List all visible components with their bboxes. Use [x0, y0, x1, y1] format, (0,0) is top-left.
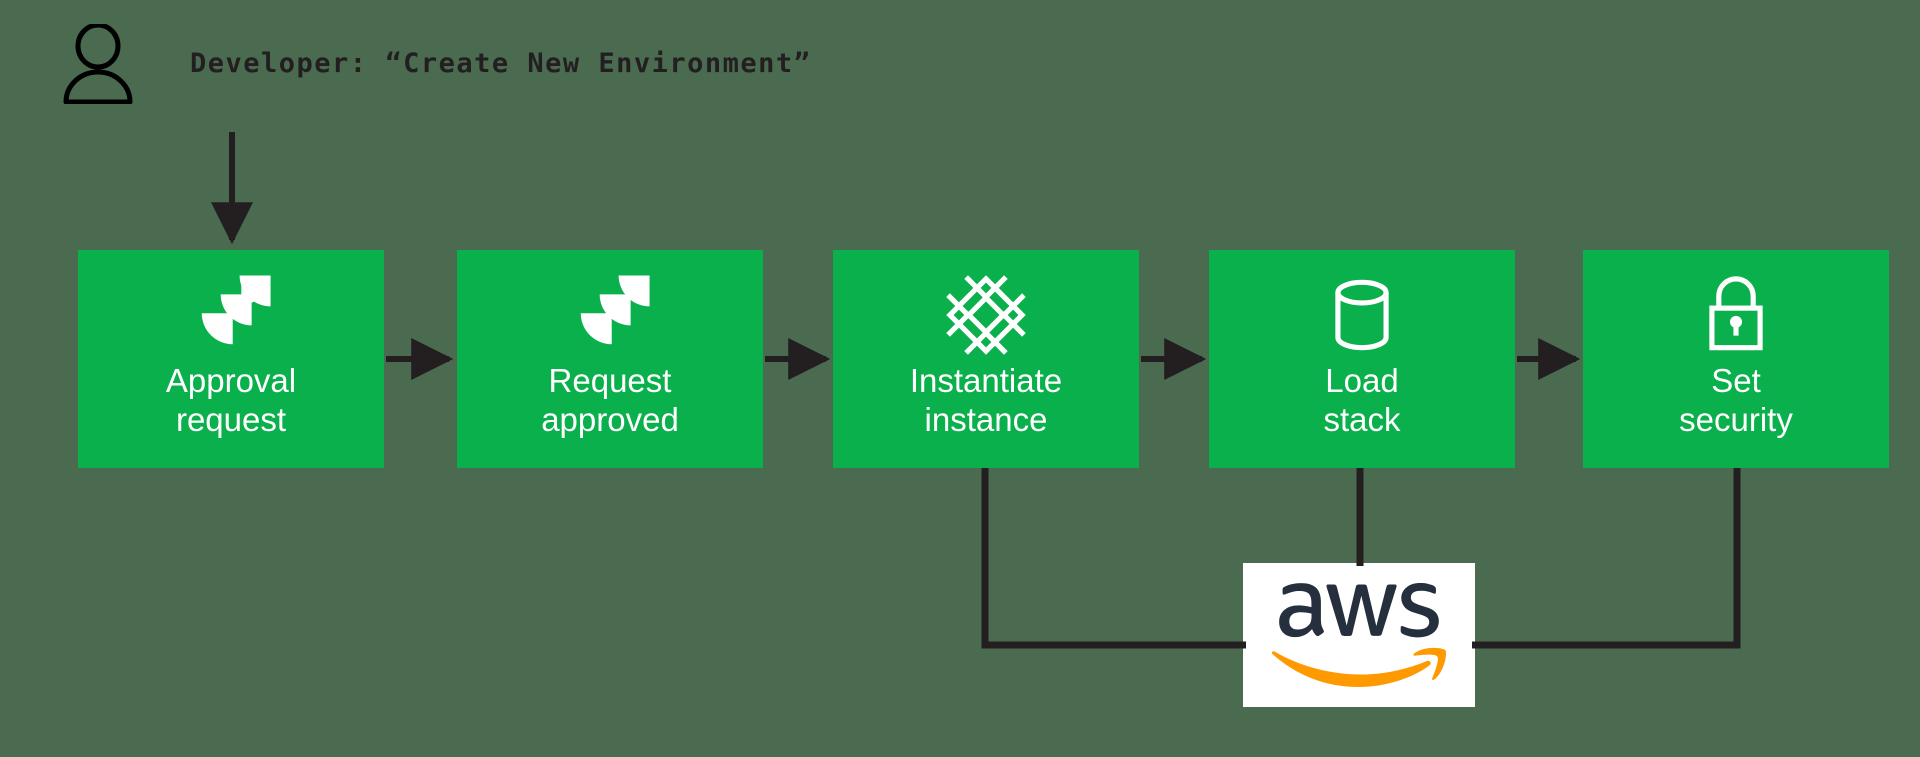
process-box-set-security[interactable]: Set security — [1583, 250, 1889, 468]
process-box-request-approved[interactable]: Request approved — [457, 250, 763, 468]
process-box-approval-request[interactable]: Approval request — [78, 250, 384, 468]
padlock-icon — [1709, 276, 1763, 351]
database-cylinder-icon — [1335, 279, 1389, 351]
jira-icon — [201, 275, 271, 345]
actor-group — [62, 24, 134, 104]
process-box-load-stack[interactable]: Load stack — [1209, 250, 1515, 468]
jira-icon — [580, 275, 650, 345]
aws-logo — [1271, 582, 1447, 688]
process-box-instantiate-instance[interactable]: Instantiate instance — [833, 250, 1139, 468]
aws-logo-card[interactable] — [1243, 563, 1475, 707]
connector-setsecurity-to-aws — [1472, 468, 1741, 649]
process-label: Instantiate instance — [909, 362, 1063, 438]
actor-caption: Developer: “Create New Environment” — [190, 48, 812, 79]
process-label: Request approved — [541, 362, 679, 438]
mesh-lattice-icon — [946, 275, 1026, 355]
process-label: Set security — [1679, 362, 1793, 438]
connector-instantiate-to-aws — [981, 468, 1246, 649]
process-label: Approval request — [165, 362, 297, 438]
process-label: Load stack — [1323, 362, 1401, 438]
person-icon — [63, 24, 133, 104]
